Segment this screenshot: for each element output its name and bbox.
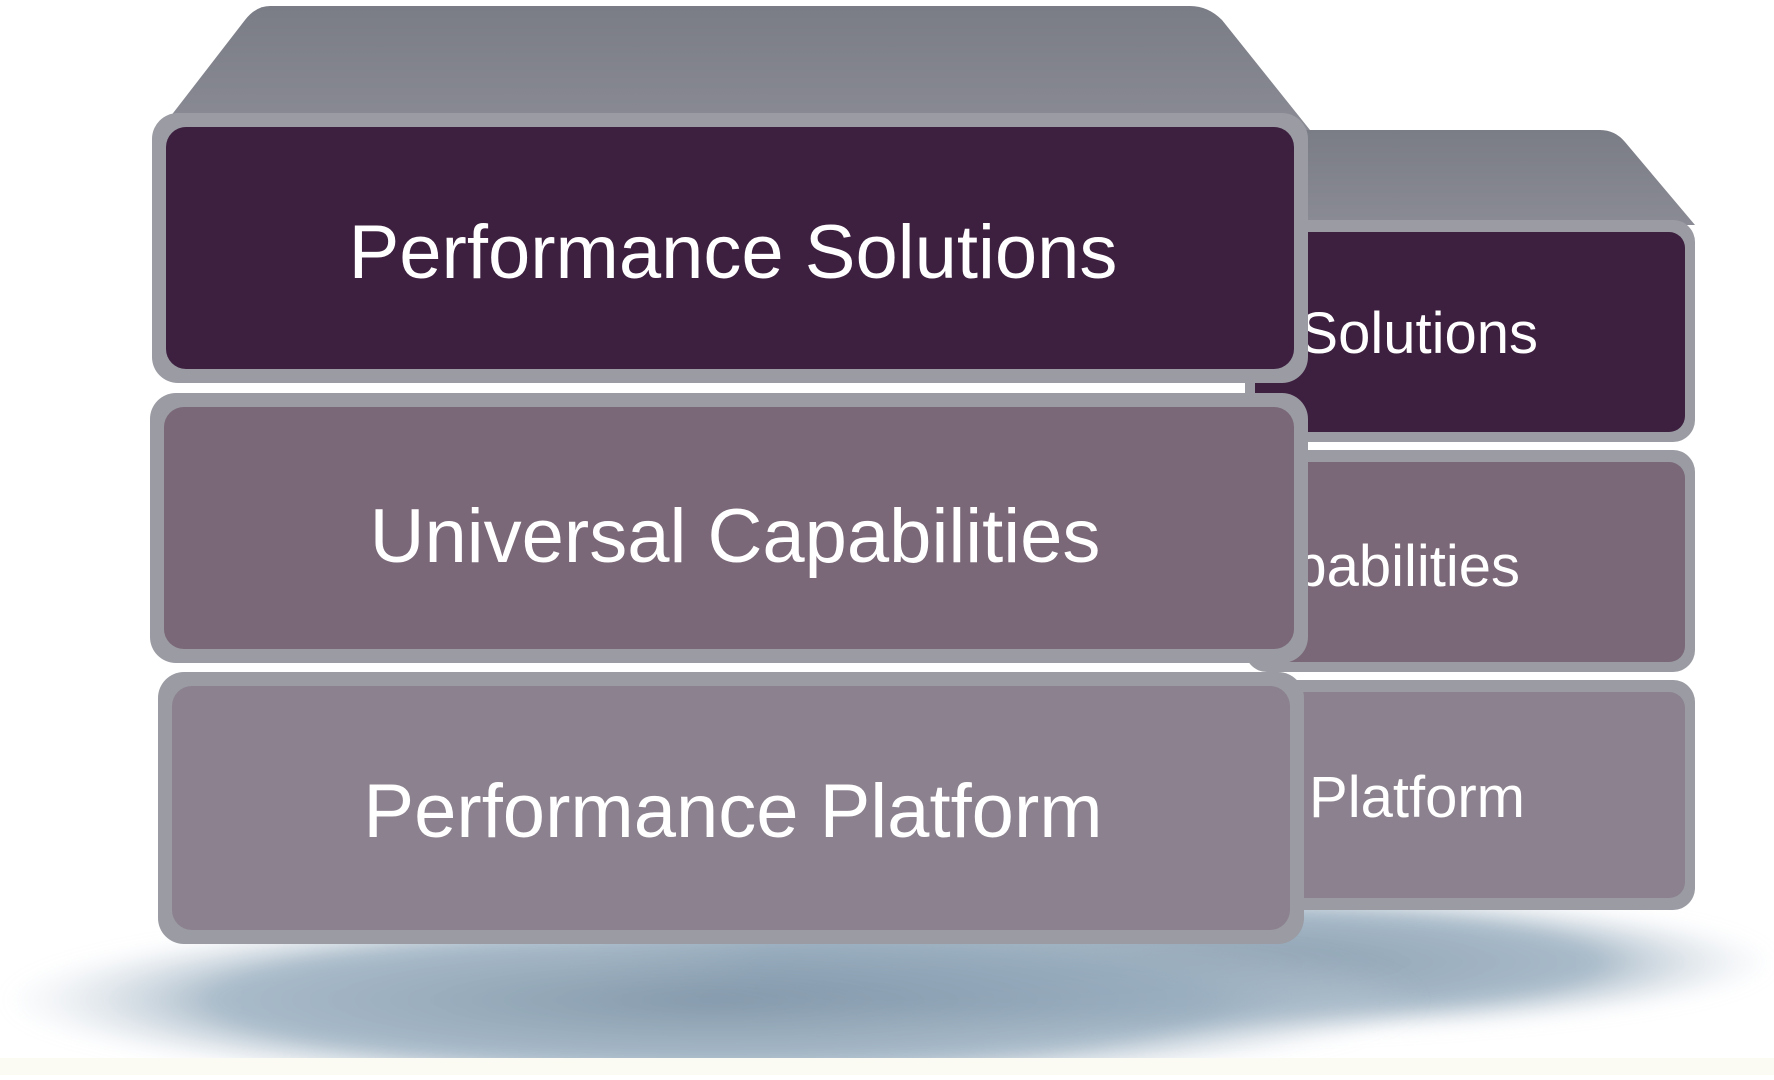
front-layer-universal-capabilities: Universal Capabilities: [150, 393, 1308, 663]
back-stack: Solutions pabilities Platform: [1245, 130, 1695, 910]
back-layer-solutions-label: Solutions: [1299, 301, 1538, 366]
bottom-strip: [0, 1058, 1774, 1075]
front-stack-top-face: [160, 6, 1310, 130]
front-layer-performance-platform: Performance Platform: [158, 672, 1304, 944]
back-layer-capabilities: pabilities: [1245, 450, 1695, 672]
back-layer-platform-label: Platform: [1309, 765, 1525, 830]
back-layer-solutions: Solutions: [1245, 220, 1695, 442]
back-layer-capabilities-label: pabilities: [1294, 534, 1520, 599]
front-layer-performance-solutions-label: Performance Solutions: [349, 210, 1118, 295]
front-layer-universal-capabilities-label: Universal Capabilities: [370, 494, 1101, 579]
front-layer-performance-solutions: Performance Solutions: [152, 113, 1308, 383]
front-layer-performance-platform-label: Performance Platform: [363, 769, 1102, 854]
ground-shadow-front: [4, 910, 1424, 1080]
back-layer-platform: Platform: [1245, 680, 1695, 910]
back-stack-top-face: [1260, 130, 1695, 225]
front-stack: Performance Solutions Universal Capabili…: [150, 6, 1310, 944]
